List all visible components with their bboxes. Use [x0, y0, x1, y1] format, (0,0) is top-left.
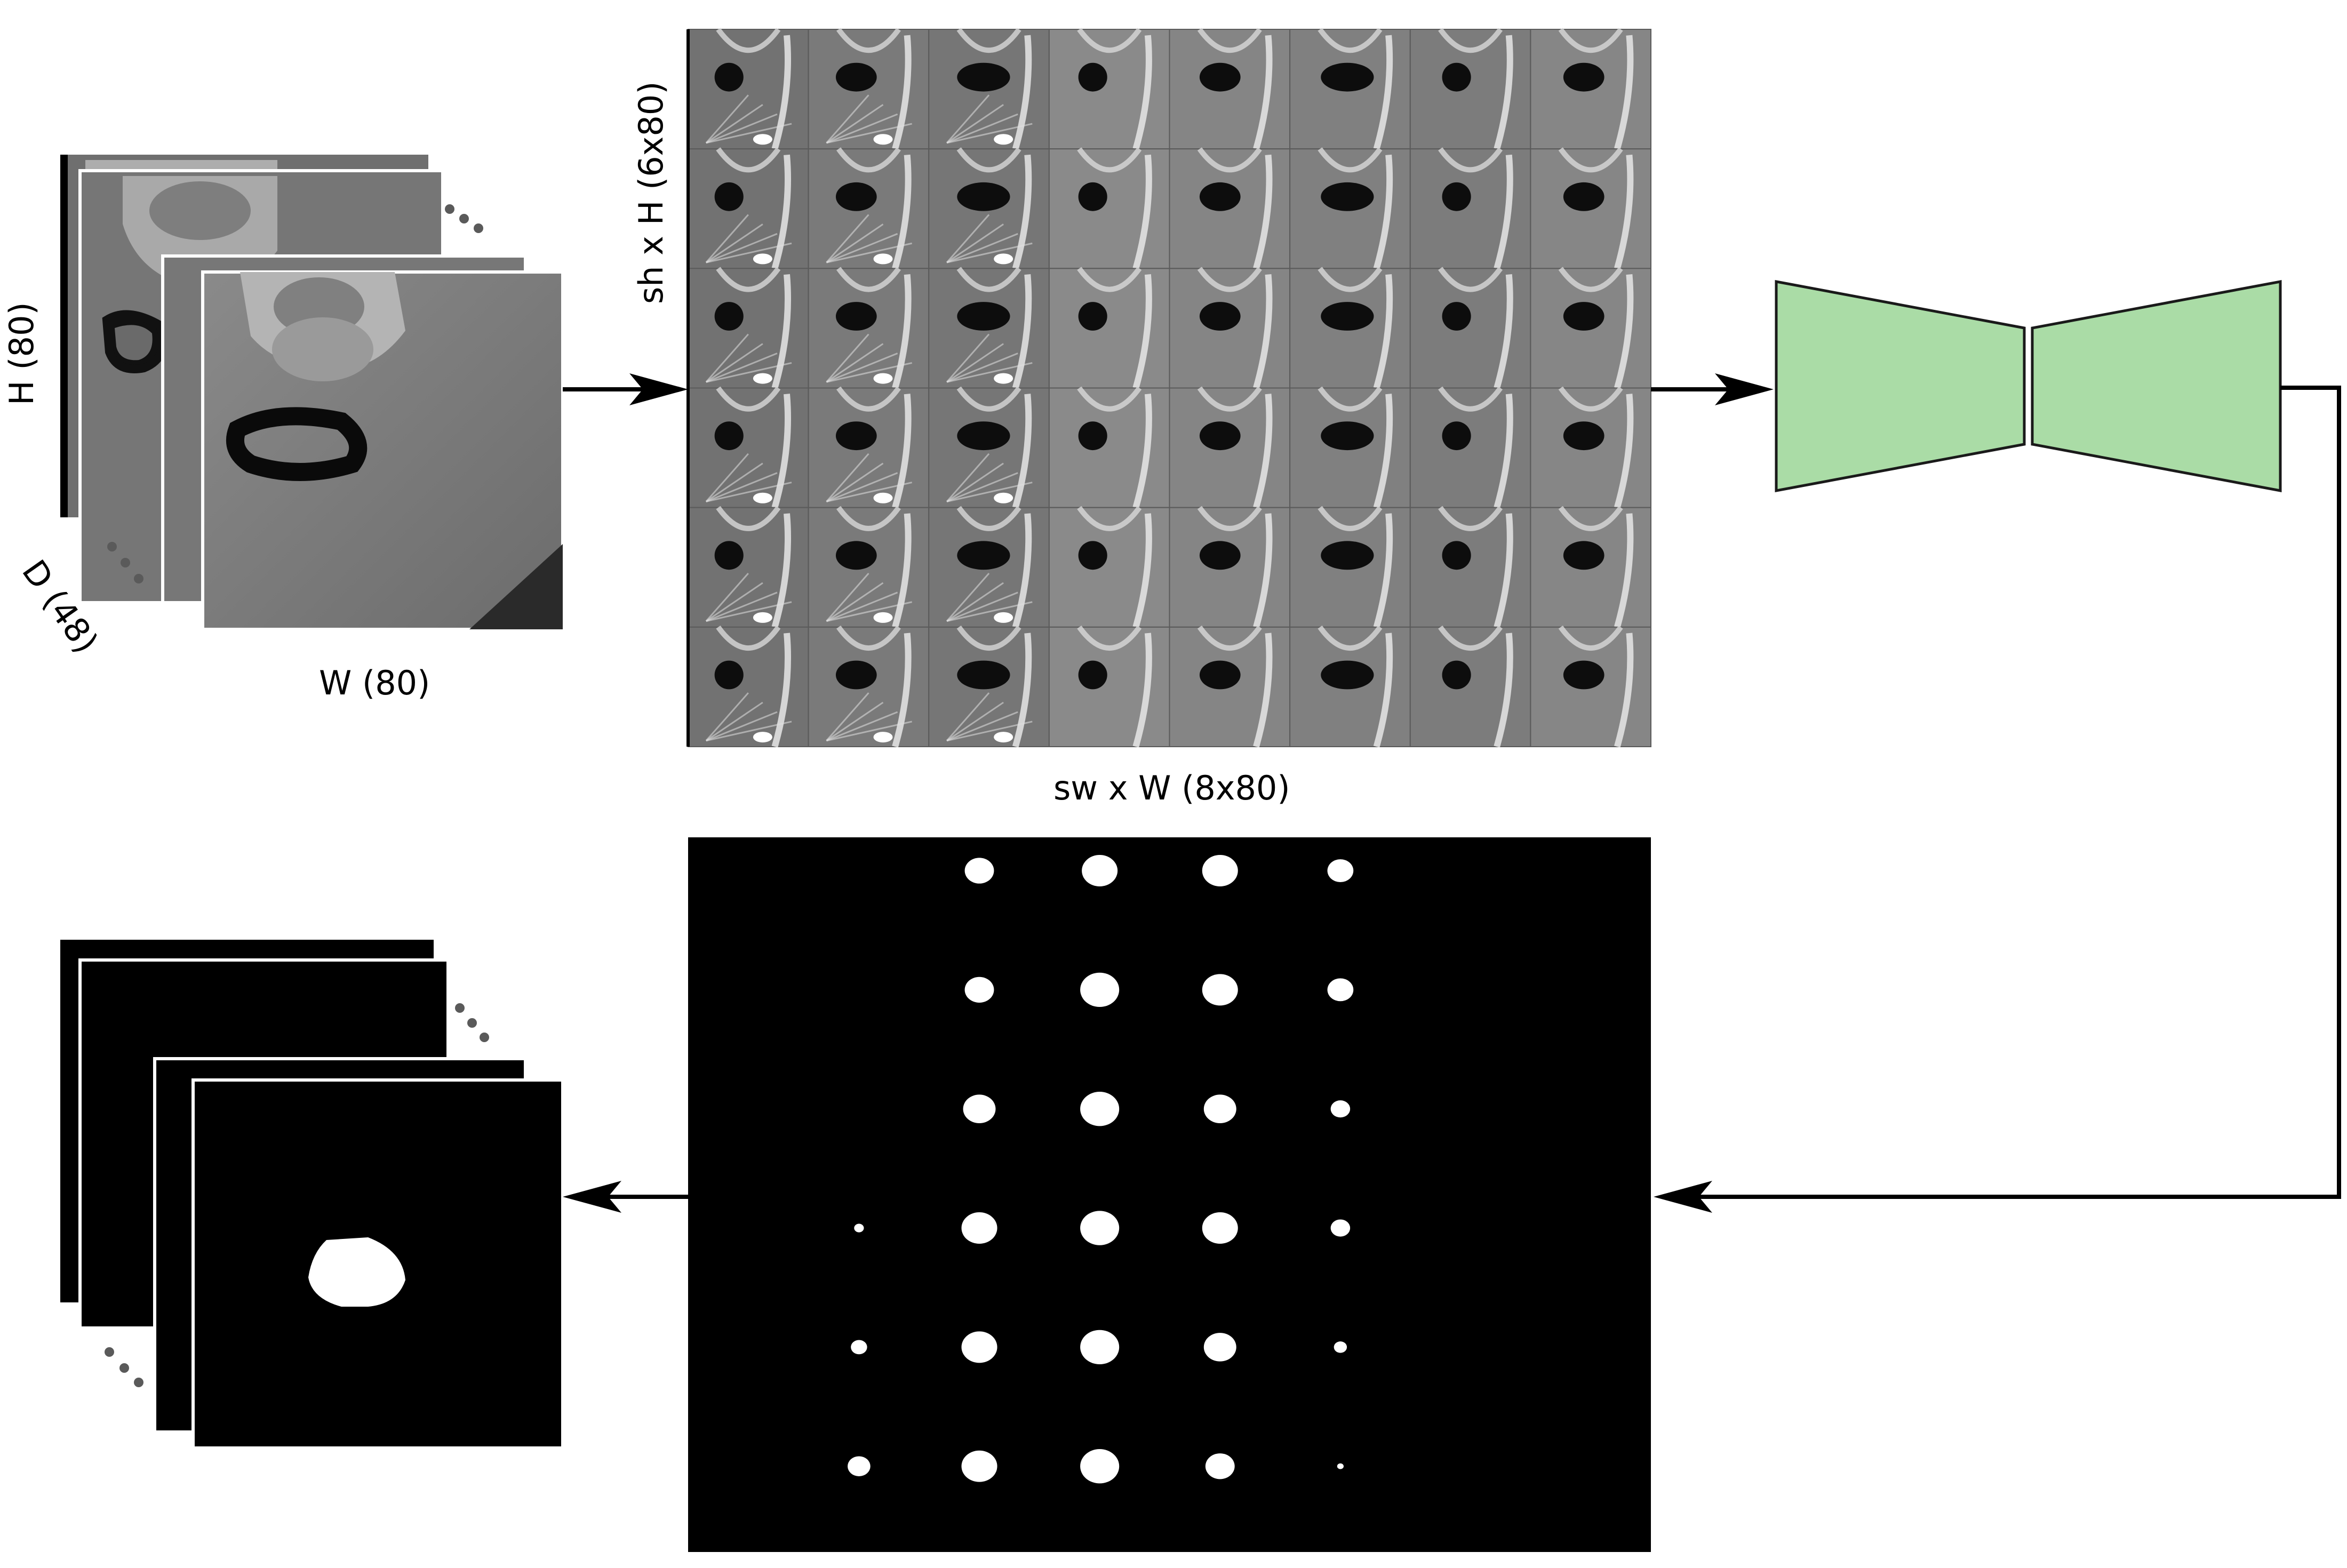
ct-grid-cell [688, 625, 809, 748]
output-depth-dots-icon [105, 1003, 489, 1387]
mask-blob [1330, 1100, 1351, 1118]
ct-grid-cell [1409, 506, 1531, 628]
arrow-network-to-mask [1654, 386, 2341, 1213]
mask-blob [961, 1450, 997, 1482]
mask-blob [1080, 1449, 1120, 1484]
ct-grid-cell [928, 28, 1050, 150]
depth-dots-icon [107, 204, 483, 583]
mask-blob [1202, 974, 1238, 1006]
mask-blob [963, 1094, 996, 1123]
mask-blob [961, 1212, 997, 1244]
arrow-volume-to-grid [563, 373, 688, 405]
ct-grid-cell [1048, 506, 1170, 628]
grid-width-label: sw x W (8x80) [1053, 769, 1290, 807]
ct-grid-cell [808, 625, 930, 748]
ct-grid-cell [808, 28, 930, 150]
ct-grid-cell [1169, 267, 1291, 389]
mask-blob [1330, 1219, 1351, 1237]
ct-grid-cell [1048, 625, 1170, 748]
arrow-mask-to-volume [563, 1181, 688, 1213]
ct-slice-grid [688, 28, 1651, 748]
ct-grid-cell [1048, 386, 1170, 509]
mask-blob [854, 1223, 864, 1233]
mask-blob [1327, 978, 1354, 1002]
mask-blob [1202, 1212, 1238, 1244]
ct-grid-cell [1530, 386, 1651, 509]
output-mask-volume [60, 940, 564, 1450]
ct-grid-cell [1409, 28, 1531, 150]
mask-blob [1080, 1092, 1120, 1126]
ct-grid-cell [1169, 506, 1291, 628]
ct-grid-cell [1169, 386, 1291, 509]
ct-grid-cell [688, 28, 809, 150]
ct-grid-cell [928, 506, 1050, 628]
mask-blob [964, 858, 994, 884]
input-ct-volume [60, 155, 564, 631]
ct-grid-cell [928, 386, 1050, 509]
ct-grid-cell [1289, 28, 1411, 150]
ct-grid-cell [1530, 147, 1651, 269]
ct-grid-cell [1169, 28, 1291, 150]
ct-grid-cell [808, 267, 930, 389]
mask-blob [1080, 972, 1120, 1007]
ct-grid-cell [1289, 506, 1411, 628]
ct-grid-cell [928, 267, 1050, 389]
ct-grid-cell [808, 147, 930, 269]
mask-blob [1082, 855, 1118, 887]
mask-blob [1205, 1453, 1235, 1479]
mask-blob [848, 1456, 871, 1476]
ct-grid-cell [1530, 28, 1651, 150]
ct-grid-cell [688, 506, 809, 628]
ct-slice-front [201, 270, 564, 631]
mask-blob [1202, 855, 1238, 887]
mask-blob [1203, 1333, 1236, 1362]
ct-grid-cell [1409, 625, 1531, 748]
mask-blob [961, 1331, 997, 1363]
mask-blob [1337, 1463, 1344, 1469]
mask-blob [1080, 1330, 1120, 1365]
ct-grid-cell [688, 267, 809, 389]
ct-grid-cell [808, 506, 930, 628]
grid-height-label: sh x H (6x80) [632, 81, 670, 304]
ct-grid-cell [1409, 147, 1531, 269]
ct-grid-cell [808, 386, 930, 509]
ct-grid-cell [1530, 625, 1651, 748]
mask-blob [964, 977, 994, 1003]
ct-grid-cell [1048, 267, 1170, 389]
mask-blob [1327, 859, 1354, 882]
input-height-label: H (80) [2, 302, 41, 405]
mask-slice-grid [688, 837, 1651, 1552]
ct-grid-cell [1169, 625, 1291, 748]
arrow-grid-to-network [1651, 373, 1774, 405]
mask-blob [1334, 1341, 1347, 1353]
segmentation-network-icon [1775, 279, 2282, 493]
ct-grid-cell [1409, 386, 1531, 509]
ct-grid-cell [1048, 147, 1170, 269]
ct-grid-cell [1169, 147, 1291, 269]
mask-blob [1203, 1094, 1236, 1123]
input-width-label: W (80) [319, 663, 430, 702]
ct-grid-cell [1289, 386, 1411, 509]
ct-grid-cell [928, 625, 1050, 748]
ct-grid-cell [928, 147, 1050, 269]
mask-blob [1080, 1211, 1120, 1245]
mask-blob [851, 1340, 867, 1355]
ct-grid-cell [688, 147, 809, 269]
ct-grid-cell [1289, 267, 1411, 389]
ct-grid-cell [1289, 625, 1411, 748]
ct-grid-cell [688, 386, 809, 509]
ct-grid-cell [1409, 267, 1531, 389]
ct-grid-cell [1048, 28, 1170, 150]
ct-grid-cell [1530, 506, 1651, 628]
ct-grid-cell [1289, 147, 1411, 269]
ct-grid-cell [1530, 267, 1651, 389]
